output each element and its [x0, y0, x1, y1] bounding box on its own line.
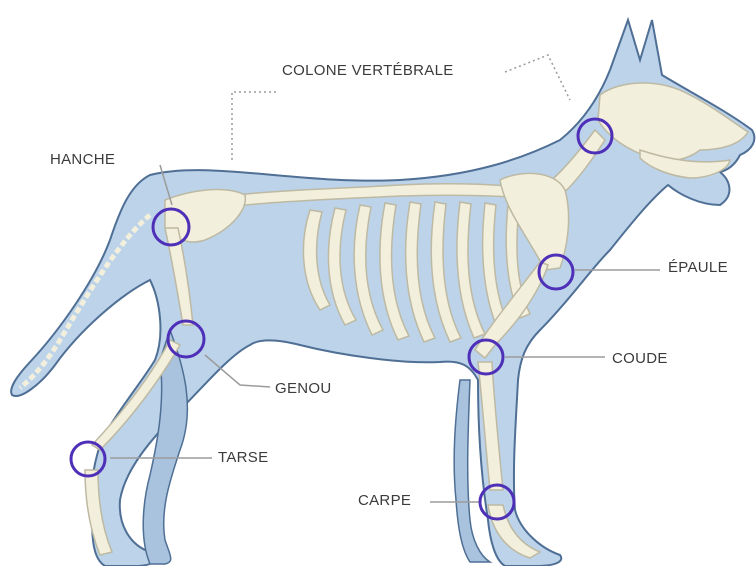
label-spine: COLONE VERTÉBRALE: [282, 63, 454, 78]
label-tarsus: TARSE: [218, 450, 268, 465]
leader-spine-right: [505, 55, 570, 100]
label-knee: GENOU: [275, 381, 332, 396]
label-shoulder: ÉPAULE: [668, 260, 728, 275]
label-hip: HANCHE: [50, 152, 115, 167]
label-elbow: COUDE: [612, 351, 668, 366]
leader-spine: [232, 92, 278, 160]
label-carpus: CARPE: [358, 493, 411, 508]
